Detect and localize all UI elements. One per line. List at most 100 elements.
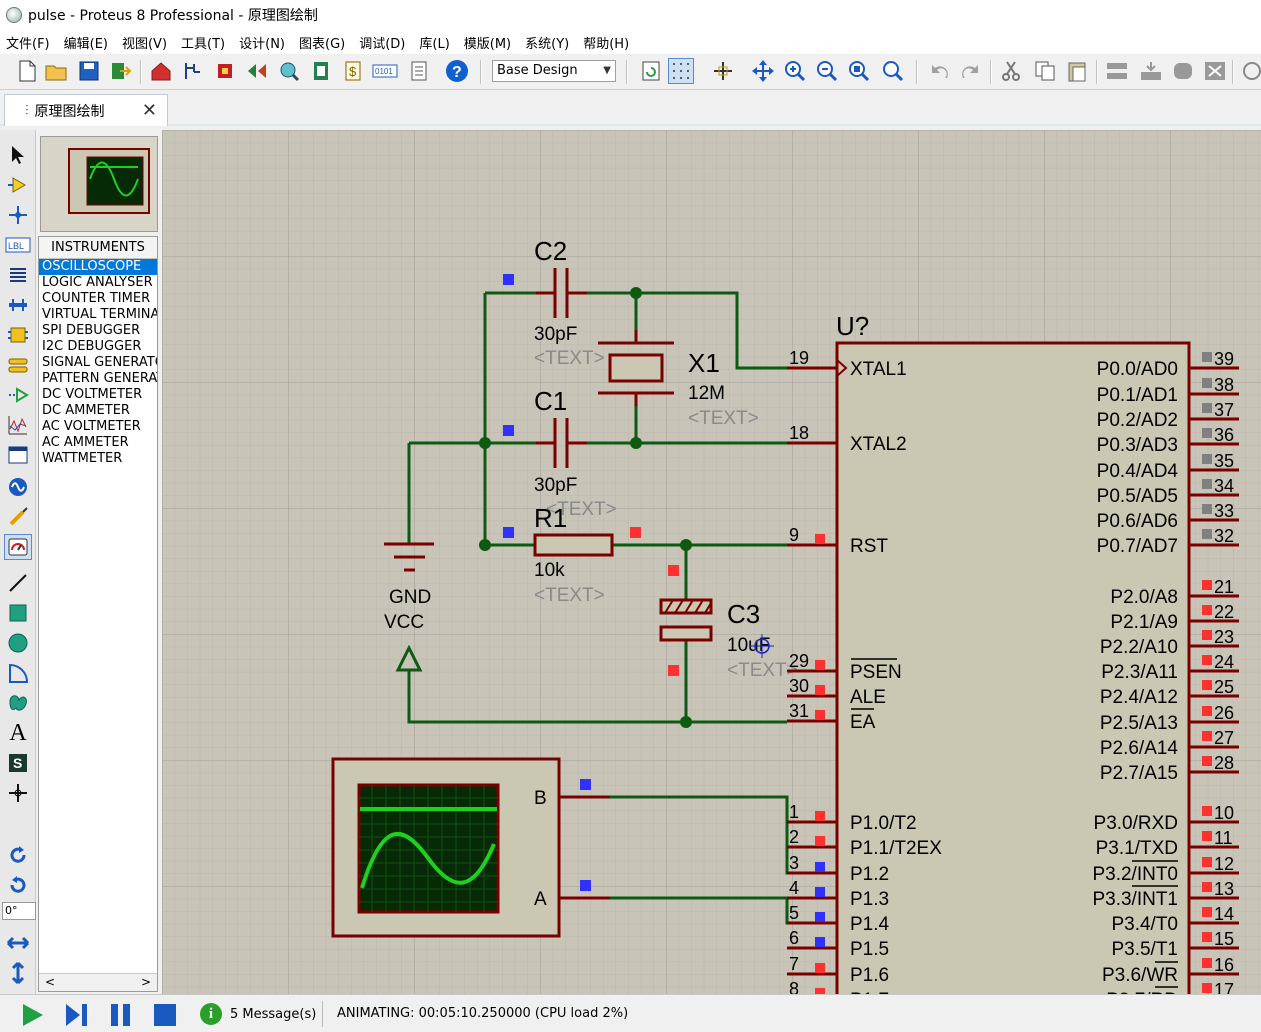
gerber-icon[interactable] <box>244 58 270 84</box>
path-icon[interactable] <box>4 690 32 716</box>
voltage-probe-icon[interactable] <box>4 504 32 530</box>
menu-edit[interactable]: 编辑(E) <box>63 36 108 52</box>
menu-template[interactable]: 模版(M) <box>463 36 512 52</box>
resistor-r1[interactable]: R1 10k <TEXT> <box>503 503 641 606</box>
zoom-all-icon[interactable] <box>846 58 872 84</box>
device-item-signal-generator[interactable]: SIGNAL GENERATOR <box>42 355 157 370</box>
junction-icon[interactable] <box>4 202 32 228</box>
paste-icon[interactable] <box>1064 58 1090 84</box>
chip-pin-left[interactable]: 6P1.5 <box>787 928 889 960</box>
device-item-spi-debugger[interactable]: SPI DEBUGGER <box>42 323 141 338</box>
chip-pin-left[interactable]: 8P1.7 <box>787 979 889 994</box>
tab-schematic[interactable]: ⫶ 原理图绘制 ✕ <box>4 94 168 126</box>
capacitor-c1[interactable]: C1 30pF <TEXT> <box>503 386 617 520</box>
chip-pin-left[interactable]: 7P1.6 <box>787 954 889 986</box>
subcircuit-icon[interactable] <box>4 322 32 348</box>
schematic-icon[interactable] <box>180 58 206 84</box>
chip-pin-left[interactable]: 5P1.4 <box>787 903 890 935</box>
device-item-virtual-terminal[interactable]: VIRTUAL TERMINAL <box>42 307 157 322</box>
grid-icon[interactable] <box>668 58 694 84</box>
menu-graph[interactable]: 图表(G) <box>299 36 346 52</box>
help-icon[interactable]: ? <box>444 58 470 84</box>
zoom-out-icon[interactable] <box>814 58 840 84</box>
virtual-instrument-icon[interactable] <box>4 534 32 560</box>
device-item-ac-voltmeter[interactable]: AC VOLTMETER <box>42 419 141 434</box>
chip-pin-left[interactable]: 4P1.3 <box>787 878 889 910</box>
terminal-icon[interactable] <box>4 352 32 378</box>
close-icon[interactable]: ✕ <box>141 100 157 121</box>
zoom-area-icon[interactable] <box>880 58 906 84</box>
device-item-wattmeter[interactable]: WATTMETER <box>42 451 123 466</box>
cut-icon[interactable] <box>998 58 1024 84</box>
overview-window[interactable] <box>40 136 158 232</box>
import-icon[interactable] <box>108 58 134 84</box>
block-rotate-icon[interactable] <box>1170 58 1196 84</box>
box-icon[interactable] <box>4 600 32 626</box>
step-icon[interactable] <box>64 1002 90 1028</box>
device-item-i2c-debugger[interactable]: I2C DEBUGGER <box>42 339 142 354</box>
copy-icon[interactable] <box>1032 58 1058 84</box>
menu-library[interactable]: 库(L) <box>419 36 450 52</box>
menu-debug[interactable]: 调试(D) <box>359 36 406 52</box>
menu-system[interactable]: 系统(Y) <box>525 36 570 52</box>
device-item-pattern-generator[interactable]: PATTERN GENERATOR <box>42 371 157 386</box>
text-script-icon[interactable] <box>4 262 32 288</box>
menu-design[interactable]: 设计(N) <box>239 36 285 52</box>
chip-pin-left[interactable]: 3P1.2 <box>787 853 889 885</box>
selection-icon[interactable] <box>4 142 32 168</box>
symbol-icon[interactable]: S <box>4 750 32 776</box>
block-delete-icon[interactable] <box>1202 58 1228 84</box>
home-icon[interactable] <box>148 58 174 84</box>
oscilloscope-instrument[interactable]: B A <box>331 757 591 938</box>
capacitor-c3[interactable]: C3 10uF <TEXT> <box>659 565 798 681</box>
block-copy-icon[interactable] <box>1104 58 1130 84</box>
tape-recorder-icon[interactable] <box>4 442 32 468</box>
device-pin-icon[interactable] <box>4 382 32 408</box>
open-folder-icon[interactable] <box>44 58 70 84</box>
schematic-canvas[interactable]: C2 30pF <TEXT> X1 12M <TEXT> C1 30pF <TE… <box>162 130 1261 994</box>
scroll-right-icon[interactable]: > <box>140 975 151 989</box>
menu-tools[interactable]: 工具(T) <box>181 36 226 52</box>
message-count[interactable]: i 5 Message(s) <box>200 1001 324 1027</box>
device-item-dc-ammeter[interactable]: DC AMMETER <box>42 403 130 418</box>
generator-icon[interactable] <box>4 474 32 500</box>
refresh-icon[interactable] <box>638 58 664 84</box>
graph-icon[interactable] <box>4 412 32 438</box>
ground-symbol[interactable]: GND <box>384 542 434 608</box>
chip-pin-left[interactable]: 2P1.1/T2EX <box>787 827 942 859</box>
chip-pin-left[interactable]: 1P1.0/T2 <box>787 802 917 834</box>
menu-view[interactable]: 视图(V) <box>121 36 168 52</box>
text-icon[interactable]: A <box>9 720 27 746</box>
marker-icon[interactable] <box>4 780 32 806</box>
cost-icon[interactable]: $ <box>340 58 366 84</box>
undo-icon[interactable] <box>926 58 952 84</box>
vcc-symbol[interactable]: VCC <box>384 612 424 672</box>
circle-icon[interactable] <box>4 630 32 656</box>
play-icon[interactable] <box>20 1002 46 1028</box>
zoom-in-icon[interactable] <box>782 58 808 84</box>
redo-icon[interactable] <box>958 58 984 84</box>
binary-icon[interactable]: 0101 <box>372 58 398 84</box>
line-icon[interactable] <box>4 570 32 596</box>
bom-icon[interactable] <box>308 58 334 84</box>
